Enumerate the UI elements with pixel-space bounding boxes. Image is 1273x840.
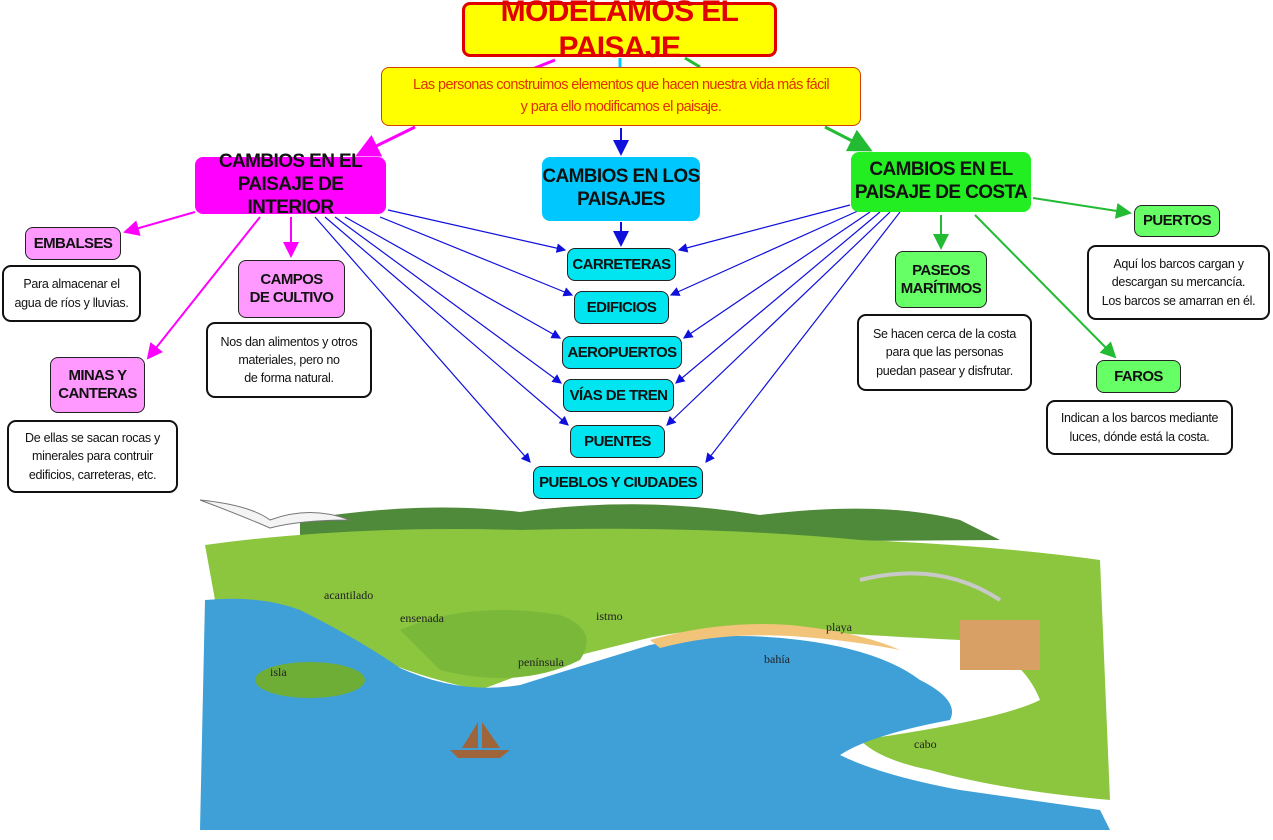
node-puertos: PUERTOS [1134, 205, 1220, 237]
desc-line: Para almacenar el [23, 277, 120, 292]
desc-line: puedan pasear y disfrutar. [876, 363, 1013, 378]
desc-line: de forma natural. [244, 371, 334, 386]
node-label: PUEBLOS Y CIUDADES [539, 473, 697, 491]
node-embalses: EMBALSES [25, 227, 121, 260]
branch-label: PAISAJE DE COSTA [854, 182, 1028, 203]
node-label: PUERTOS [1142, 212, 1212, 229]
node-pueblos-y-ciudades: PUEBLOS Y CIUDADES [533, 466, 703, 499]
desc-line: Aquí los barcos cargan y [1113, 257, 1244, 272]
node-label: PUENTES [584, 432, 651, 450]
node-label: CARRETERAS [572, 255, 671, 273]
title-text: MODELAMOS EL PAISAJE [500, 0, 739, 64]
node-edificios: EDIFICIOS [574, 291, 669, 324]
branch-label: CAMBIOS EN EL [869, 159, 1013, 181]
desc-line: para que las personas [885, 345, 1004, 360]
desc-puertos: Aquí los barcos cargan y descargan su mer… [1087, 245, 1270, 320]
node-label: MINAS Y [68, 367, 127, 384]
node-faros: FAROS [1096, 360, 1181, 393]
desc-line: minerales para contruir [32, 449, 153, 464]
desc-line: materiales, pero no [238, 352, 340, 367]
subtitle-box: Las personas construimos elementos que h… [381, 67, 861, 126]
desc-faros: Indican a los barcos mediante luces, dónd… [1046, 400, 1233, 455]
node-label: EDIFICIOS [586, 298, 657, 316]
node-label: AEROPUERTOS [567, 343, 678, 361]
node-label: EMBALSES [33, 234, 113, 252]
desc-line: luces, dónde está la costa. [1069, 429, 1210, 444]
subtitle-line: y para ello modificamos el paisaje. [520, 98, 722, 115]
desc-line: Indican a los barcos mediante [1060, 411, 1219, 426]
branch-label: CAMBIOS EN EL [218, 151, 363, 173]
desc-line: descargan su mercancía. [1111, 275, 1246, 290]
branch-label: CAMBIOS EN LOS [542, 166, 700, 188]
node-label: FAROS [1114, 367, 1163, 385]
node-label: CANTERAS [58, 385, 137, 402]
desc-campos: Nos dan alimentos y otros materiales, per… [206, 322, 372, 398]
branch-label: PAISAJES [577, 189, 665, 210]
node-label: MARÍTIMOS [900, 279, 982, 297]
desc-line: Se hacen cerca de la costa [873, 327, 1016, 342]
desc-minas: De ellas se sacan rocas y minerales para … [7, 420, 178, 493]
desc-line: Los barcos se amarran en él. [1101, 293, 1256, 308]
node-vias-de-tren: VÍAS DE TREN [563, 379, 674, 412]
node-label: PASEOS [912, 261, 970, 279]
node-puentes: PUENTES [570, 425, 665, 458]
desc-line: edificios, carreteras, etc. [28, 467, 157, 482]
node-aeropuertos: AEROPUERTOS [562, 336, 682, 369]
desc-line: De ellas se sacan rocas y [25, 431, 160, 446]
node-label: DE CULTIVO [249, 289, 334, 306]
node-carreteras: CARRETERAS [567, 248, 676, 281]
branch-label: PAISAJE DE INTERIOR [237, 174, 344, 218]
desc-paseos: Se hacen cerca de la costa para que las p… [857, 314, 1032, 391]
node-label: VÍAS DE TREN [569, 386, 668, 404]
subtitle-line: Las personas construimos elementos que h… [413, 76, 830, 93]
desc-line: agua de ríos y lluvias. [14, 295, 129, 310]
desc-line: Nos dan alimentos y otros [220, 334, 358, 349]
node-label: CAMPOS [260, 271, 323, 288]
desc-embalses: Para almacenar el agua de ríos y lluvias. [2, 265, 141, 322]
page-title: MODELAMOS EL PAISAJE [462, 0, 777, 64]
